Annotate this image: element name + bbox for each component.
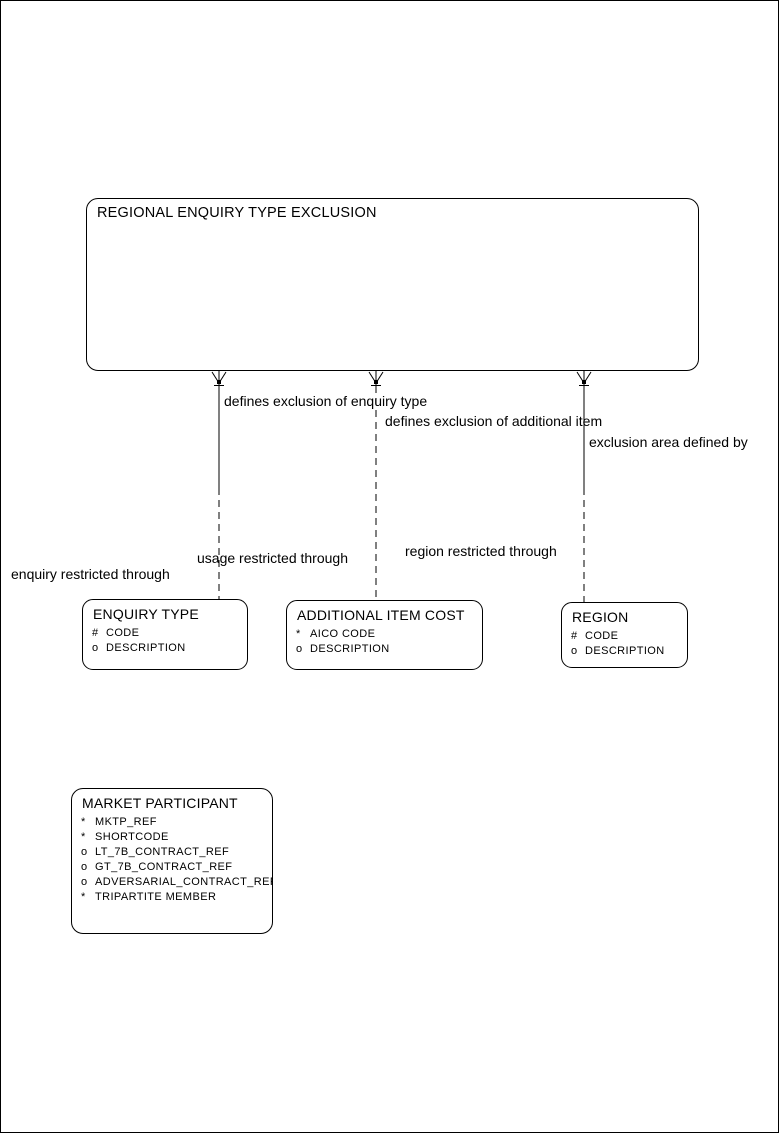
entity-regional-enquiry-type-exclusion: REGIONAL ENQUIRY TYPE EXCLUSION <box>86 198 699 371</box>
attribute-row: o DESCRIPTION <box>296 642 482 657</box>
attribute-prefix: * <box>296 628 301 640</box>
crows-foot-icon <box>576 371 592 384</box>
crows-foot-icon <box>368 371 384 384</box>
relationship-label-usage-restricted-through: usage restricted through <box>197 550 348 566</box>
attribute-name: CODE <box>585 630 619 642</box>
attribute-name: AICO CODE <box>310 628 376 640</box>
attribute-list: * MKTP_REF * SHORTCODE o LT_7B_CONTRACT_… <box>81 815 272 905</box>
entity-title: REGION <box>572 609 629 625</box>
attribute-prefix: * <box>81 816 86 828</box>
attribute-prefix: * <box>81 891 86 903</box>
attribute-row: o DESCRIPTION <box>571 644 687 659</box>
attribute-name: GT_7B_CONTRACT_REF <box>95 861 233 873</box>
attribute-row: * TRIPARTITE MEMBER <box>81 890 272 905</box>
attribute-name: DESCRIPTION <box>310 643 390 655</box>
attribute-row: o GT_7B_CONTRACT_REF <box>81 860 272 875</box>
attribute-row: # CODE <box>571 629 687 644</box>
attribute-list: * AICO CODE o DESCRIPTION <box>296 627 482 657</box>
attribute-prefix: o <box>81 846 88 858</box>
entity-title: MARKET PARTICIPANT <box>82 795 238 811</box>
entity-title: REGIONAL ENQUIRY TYPE EXCLUSION <box>97 205 377 221</box>
attribute-name: SHORTCODE <box>95 831 169 843</box>
attribute-prefix: o <box>571 645 578 657</box>
attribute-list: # CODE o DESCRIPTION <box>92 626 247 656</box>
attribute-prefix: o <box>81 876 88 888</box>
attribute-prefix: o <box>92 642 99 654</box>
attribute-row: * SHORTCODE <box>81 830 272 845</box>
relationship-label-defines-exclusion-of-additional-item: defines exclusion of additional item <box>385 413 603 429</box>
relationship-label-enquiry-restricted-through: enquiry restricted through <box>11 566 170 582</box>
attribute-prefix: # <box>92 627 99 639</box>
attribute-name: ADVERSARIAL_CONTRACT_REF <box>95 876 273 888</box>
entity-market-participant: MARKET PARTICIPANT * MKTP_REF * SHORTCOD… <box>71 788 273 934</box>
attribute-list: # CODE o DESCRIPTION <box>571 629 687 659</box>
entity-enquiry-type: ENQUIRY TYPE # CODE o DESCRIPTION <box>82 599 248 670</box>
attribute-prefix: * <box>81 831 86 843</box>
entity-region: REGION # CODE o DESCRIPTION <box>561 602 688 668</box>
entity-title: ENQUIRY TYPE <box>93 606 199 622</box>
attribute-row: # CODE <box>92 626 247 641</box>
attribute-prefix: o <box>296 643 303 655</box>
attribute-prefix: # <box>571 630 578 642</box>
entity-title: ADDITIONAL ITEM COST <box>297 607 465 623</box>
relationship-label-region-restricted-through: region restricted through <box>405 543 557 559</box>
attribute-row: * AICO CODE <box>296 627 482 642</box>
attribute-row: o LT_7B_CONTRACT_REF <box>81 845 272 860</box>
attribute-row: o DESCRIPTION <box>92 641 247 656</box>
crows-foot-icon <box>211 371 227 384</box>
attribute-name: DESCRIPTION <box>585 645 665 657</box>
relationship-label-exclusion-area-defined-by: exclusion area defined by <box>589 434 748 450</box>
attribute-name: LT_7B_CONTRACT_REF <box>95 846 230 858</box>
attribute-row: * MKTP_REF <box>81 815 272 830</box>
attribute-name: CODE <box>106 627 140 639</box>
relationship-label-defines-exclusion-of-enquiry-type: defines exclusion of enquiry type <box>224 393 428 409</box>
attribute-name: DESCRIPTION <box>106 642 186 654</box>
attribute-row: o ADVERSARIAL_CONTRACT_REF <box>81 875 272 890</box>
attribute-prefix: o <box>81 861 88 873</box>
attribute-name: MKTP_REF <box>95 816 157 828</box>
entity-additional-item-cost: ADDITIONAL ITEM COST * AICO CODE o DESCR… <box>286 600 483 670</box>
attribute-name: TRIPARTITE MEMBER <box>95 891 217 903</box>
